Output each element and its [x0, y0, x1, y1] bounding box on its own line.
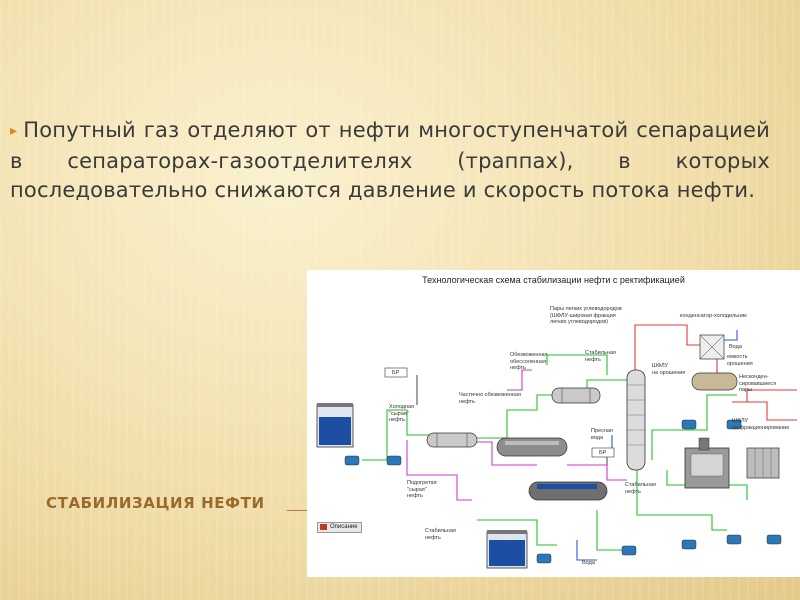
pump — [386, 455, 402, 466]
green-pipeline — [596, 510, 627, 551]
electro-dehydrator — [528, 481, 608, 501]
green-pipeline — [651, 394, 737, 460]
heat-exchanger-bank — [746, 447, 780, 479]
magenta-pipeline — [406, 440, 472, 501]
description-icon — [320, 524, 327, 530]
label-br-mid: БР — [599, 450, 607, 456]
blue-pipeline — [576, 540, 597, 561]
pump — [681, 539, 697, 550]
green-pipeline — [477, 519, 557, 546]
process-diagram: Технологическая схема стабилизации нефти… — [307, 270, 800, 577]
red-pipeline — [634, 324, 707, 370]
label-water-top: Вода — [729, 344, 742, 350]
heat-exchanger — [426, 432, 478, 448]
label-condenser: конденсатор-холодильник — [680, 313, 747, 319]
rectification-column — [626, 369, 646, 471]
red-pipeline — [732, 401, 797, 421]
pump — [726, 534, 742, 545]
bullet-icon: ▸ — [10, 123, 18, 139]
pump — [536, 553, 552, 564]
settler-vessel — [496, 437, 568, 457]
green-pipeline — [546, 354, 608, 375]
description-button-label: Описание — [330, 524, 358, 530]
heat-exchanger — [551, 387, 601, 404]
pump — [726, 419, 742, 430]
pump — [344, 455, 360, 466]
magenta-pipeline — [567, 464, 627, 481]
label-cold-raw-oil: Холодная"сырая"нефть — [389, 404, 415, 423]
body-paragraph: Попутный газ отделяют от нефти многоступ… — [10, 118, 770, 202]
label-heated-raw-oil: Подогретая"сырая"нефть — [407, 480, 437, 499]
label-br-top: БР — [392, 370, 400, 376]
magenta-pipeline — [477, 441, 537, 466]
label-water-bottom: Вода — [582, 560, 595, 566]
pump — [621, 545, 637, 556]
pump — [681, 419, 697, 430]
process-diagram-svg — [316, 324, 797, 569]
raw-oil-tank — [316, 403, 354, 448]
red-pipeline — [746, 389, 797, 402]
green-pipeline — [636, 470, 727, 531]
condenser-cooler — [699, 334, 725, 360]
slide-subtitle: СТАБИЛИЗАЦИЯ НЕФТИ — [46, 494, 265, 512]
pump — [766, 534, 782, 545]
br-box-top — [384, 367, 408, 378]
blue-pipeline — [722, 330, 738, 341]
br-box-mid — [591, 447, 615, 458]
green-pipeline — [477, 379, 637, 439]
slide-body-text: ▸Попутный газ отделяют от нефти многосту… — [10, 116, 770, 206]
subtitle-divider — [287, 510, 307, 511]
tube-furnace — [684, 437, 730, 489]
label-light-hc-vapors: Пары легких углеводородов(ШФЛУ-широкая ф… — [550, 306, 622, 325]
reflux-tank — [691, 372, 738, 391]
diagram-title: Технологическая схема стабилизации нефти… — [422, 275, 685, 285]
stable-oil-tank — [486, 530, 528, 569]
magenta-pipeline — [507, 369, 532, 391]
description-button[interactable]: Описание — [317, 522, 362, 533]
